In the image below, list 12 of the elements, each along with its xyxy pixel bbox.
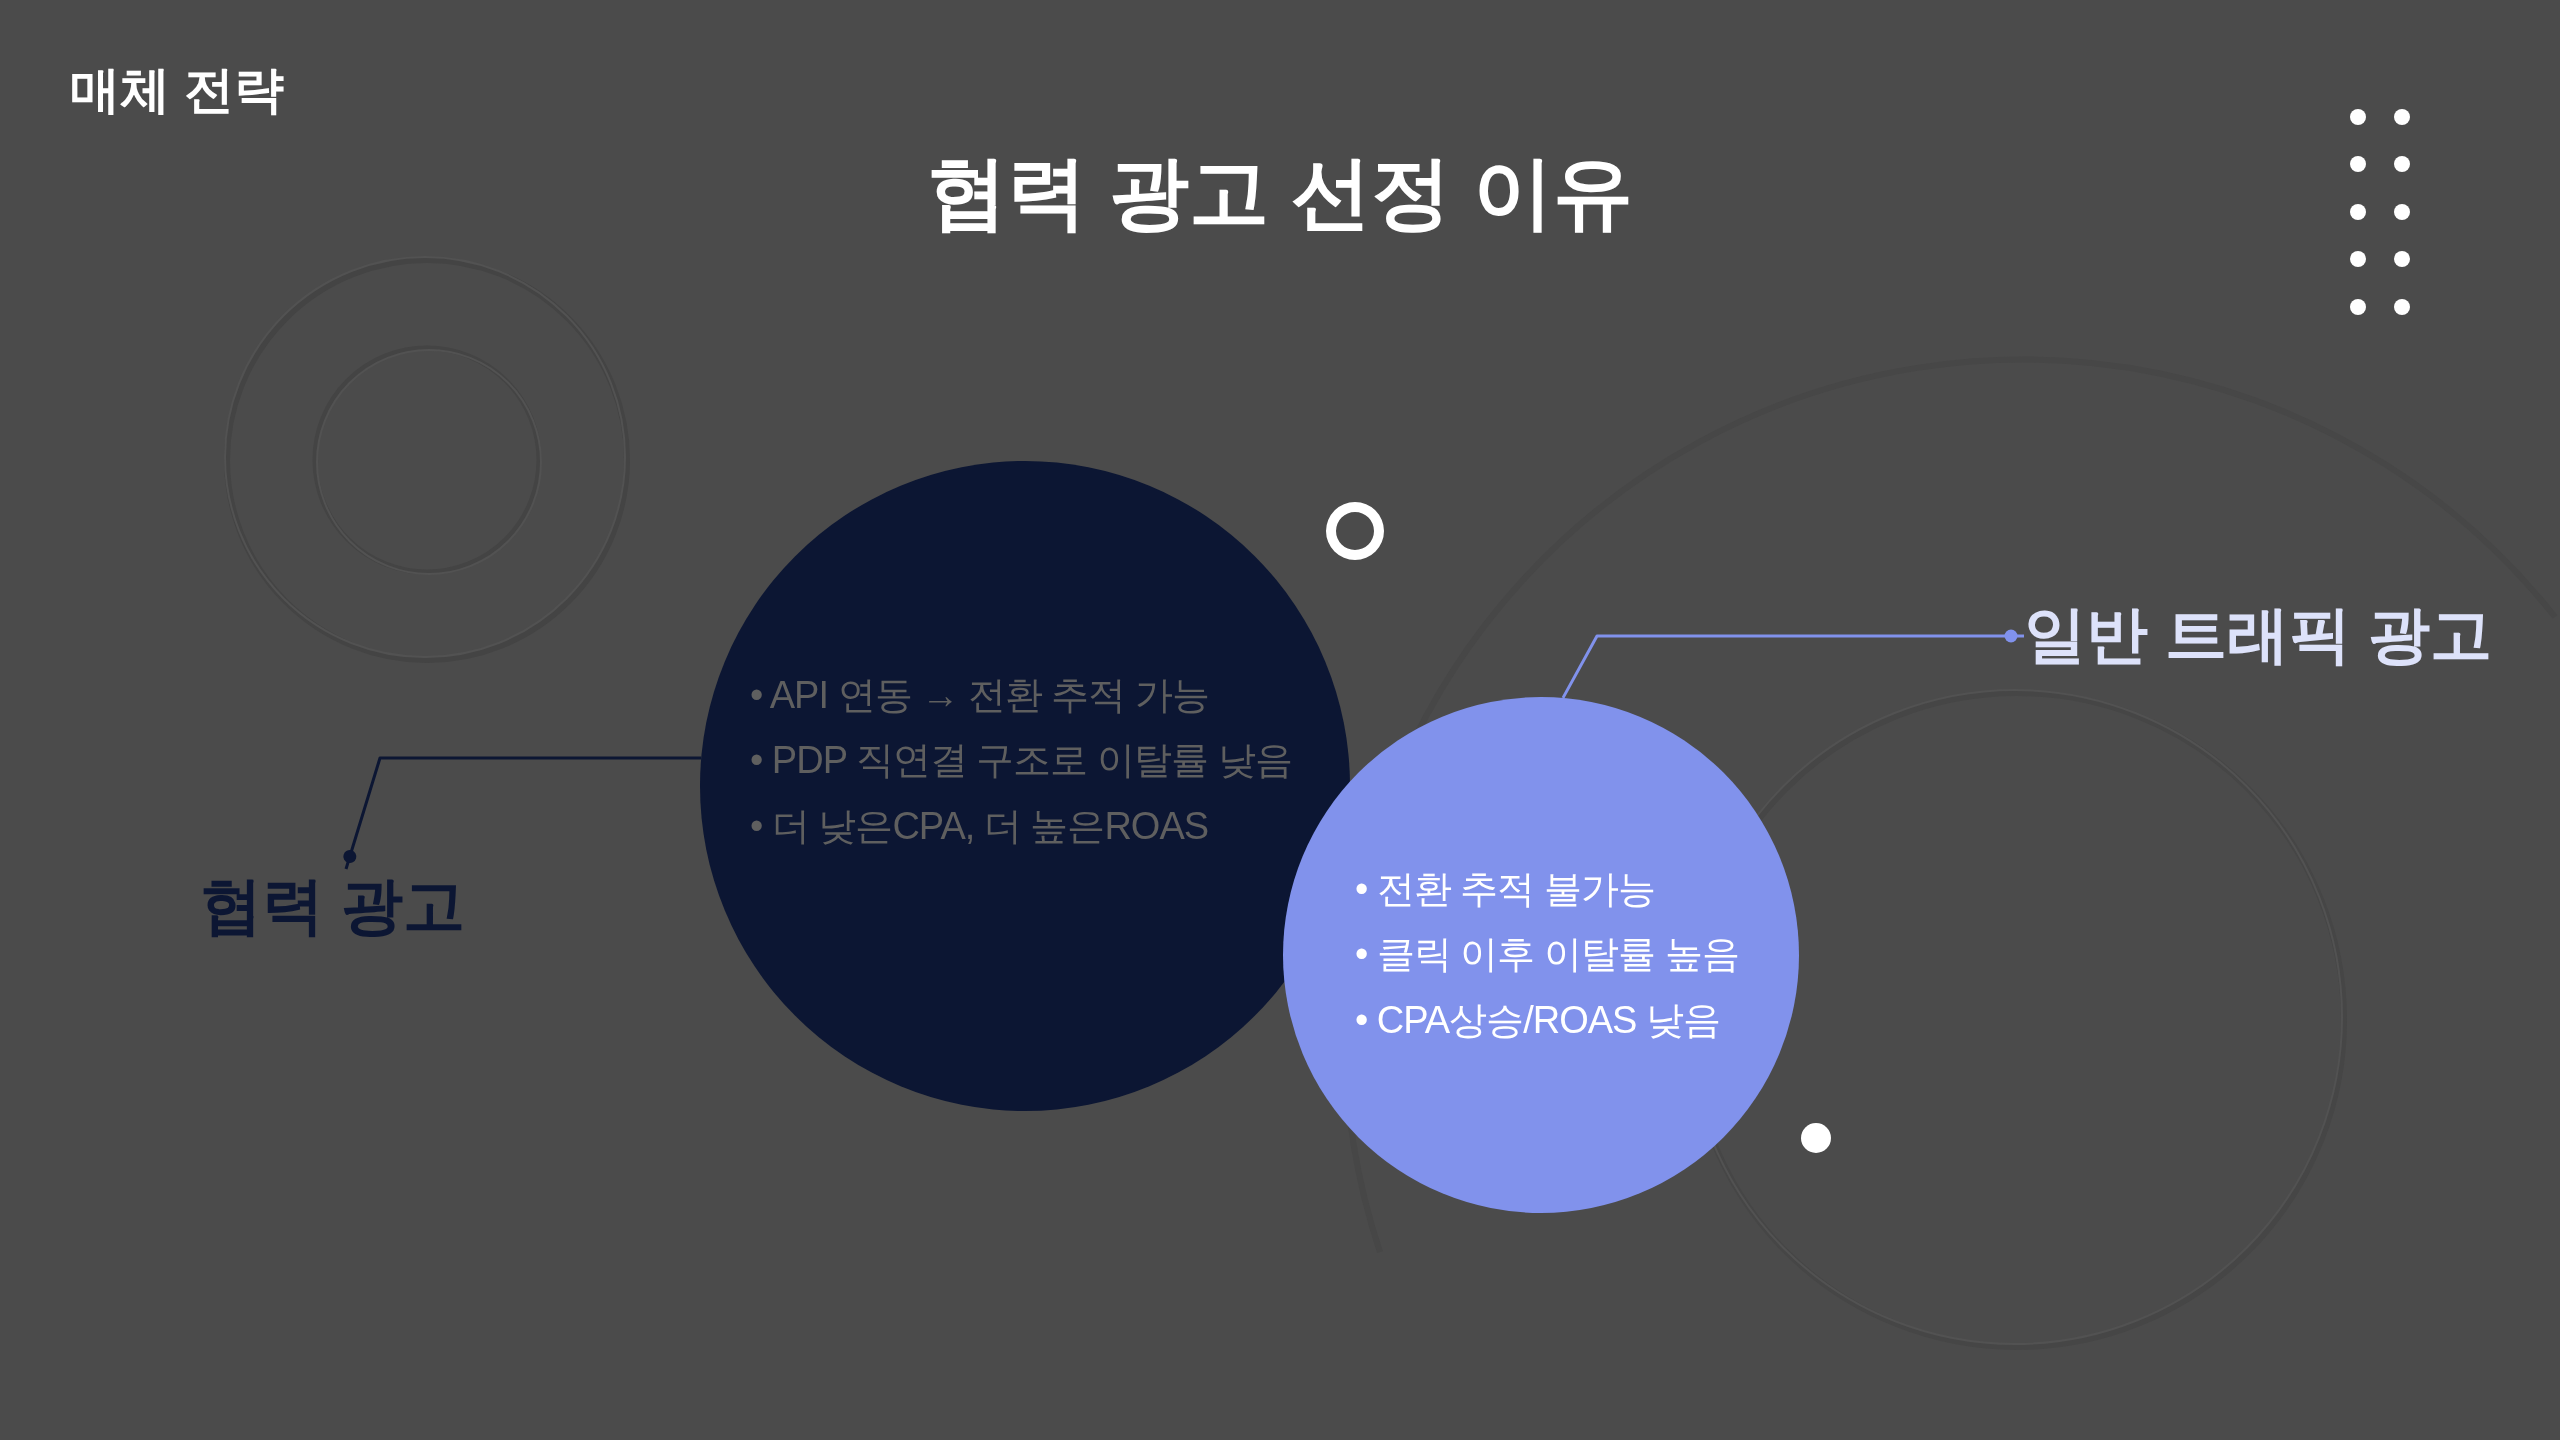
slide-title: 협력 광고 선정 이유 [926,147,1634,239]
leader-line [1561,629,2024,699]
list-item-text: • 전환 추적 불가능 [1355,866,1655,912]
list-item-text: • API 연동 → 전환 추적 가능 [750,672,1209,718]
section-label: 매체 전략 [70,61,284,120]
leader-line [343,756,702,870]
list-item-text: • PDP 직연결 구조로 이탈률 낮음 [750,738,1292,784]
list-item-text: • 더 낮은CPA, 더 높은ROAS [750,803,1209,849]
list-item-text: • CPA상승/ROAS 낮음 [1355,997,1720,1043]
callout-label: 협력 광고 [200,869,466,944]
list-item-text: • 클릭 이후 이탈률 높음 [1355,932,1739,978]
callout-label: 일반 트래픽 광고 [2024,598,2493,673]
